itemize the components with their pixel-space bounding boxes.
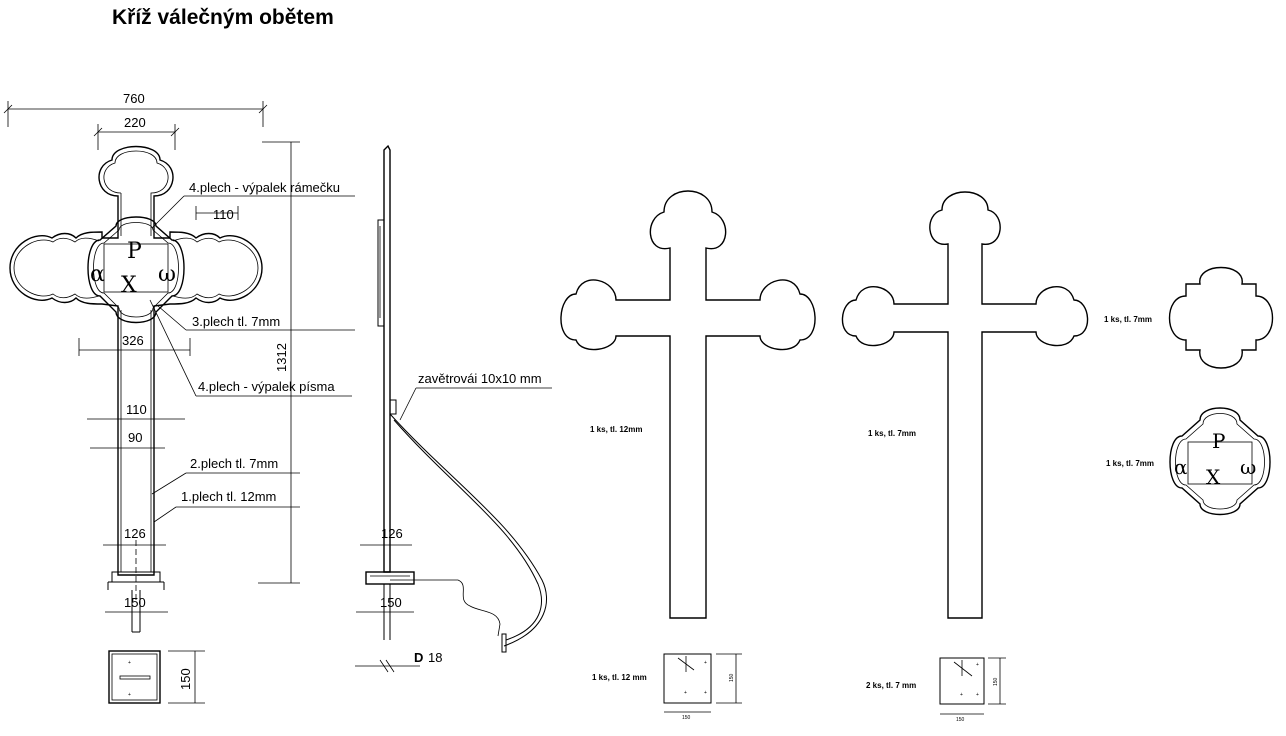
svg-text:+: + bbox=[128, 692, 131, 698]
part-label-plate-12: 1 ks, tl. 12 mm bbox=[592, 673, 647, 682]
front-view: 760 220 α ω P X 110 bbox=[3, 91, 355, 704]
dim-top-arm-width: 220 bbox=[124, 115, 146, 130]
part-letters: α ω P X 1 ks, tl. 7mm bbox=[1106, 407, 1271, 516]
svg-text:+: + bbox=[704, 690, 707, 696]
page-title: Kříž válečným obětem bbox=[112, 6, 334, 29]
part-label-plate-7: 2 ks, tl. 7 mm bbox=[866, 681, 916, 690]
dim-arm-span: 326 bbox=[122, 333, 144, 348]
part-omega: ω bbox=[1240, 455, 1256, 479]
label-plate3: 3.plech tl. 7mm bbox=[192, 314, 280, 329]
part-cross-7mm: 1 ks, tl. 7mm bbox=[841, 191, 1089, 619]
chi-letter: X bbox=[121, 273, 137, 298]
part-alpha: α bbox=[1174, 455, 1188, 479]
label-plate1: 1.plech tl. 12mm bbox=[181, 489, 276, 504]
svg-text:+: + bbox=[960, 692, 963, 698]
dim-side-base-width: 126 bbox=[381, 526, 403, 541]
svg-text:+: + bbox=[976, 692, 979, 698]
dim-overall-width: 760 bbox=[123, 91, 145, 106]
rod-diameter: 18 bbox=[428, 650, 442, 665]
dim-foot-width: 150 bbox=[124, 595, 146, 610]
rho-letter: P bbox=[127, 239, 142, 264]
omega-letter: ω bbox=[158, 262, 176, 287]
dim-side-foot-width: 150 bbox=[380, 595, 402, 610]
dim-shaft-inner: 90 bbox=[128, 430, 142, 445]
label-plate4-letters: 4.plech - výpalek písma bbox=[198, 379, 335, 394]
svg-text:+: + bbox=[128, 660, 131, 666]
part-label-cross-12: 1 ks, tl. 12mm bbox=[590, 425, 642, 434]
label-plate2: 2.plech tl. 7mm bbox=[190, 456, 278, 471]
part-plate-12mm: + + + 150 150 1 ks, tl. 12 mm bbox=[592, 653, 742, 721]
dim-height: 1312 bbox=[274, 343, 289, 372]
label-plate4-frame: 4.plech - výpalek rámečku bbox=[189, 180, 340, 195]
alpha-letter: α bbox=[90, 262, 105, 287]
part-chi: X bbox=[1206, 465, 1221, 489]
dim-plate12-side: 150 bbox=[729, 673, 735, 682]
dim-plate12-bottom: 150 bbox=[682, 715, 691, 721]
part-rho: P bbox=[1212, 429, 1225, 453]
part-label-frame: 1 ks, tl. 7mm bbox=[1104, 315, 1152, 324]
part-frame: 1 ks, tl. 7mm bbox=[1104, 266, 1274, 369]
part-label-cross-7: 1 ks, tl. 7mm bbox=[868, 429, 916, 438]
dim-plate7-bottom: 150 bbox=[956, 717, 965, 723]
rod-diameter-symbol: D bbox=[414, 650, 423, 665]
dim-plate7-side: 150 bbox=[993, 677, 999, 686]
part-cross-12mm: 1 ks, tl. 12mm bbox=[560, 190, 816, 619]
dim-shaft-outer: 110 bbox=[126, 402, 147, 417]
dim-frame-width: 110 bbox=[213, 207, 234, 222]
label-brace: zavětrovái 10x10 mm bbox=[418, 371, 542, 386]
svg-text:+: + bbox=[704, 660, 707, 666]
side-view: zavětrovái 10x10 mm 126 150 D 18 bbox=[355, 144, 552, 673]
part-plate-7mm: + + + 150 150 2 ks, tl. 7 mm bbox=[866, 657, 1006, 723]
svg-text:+: + bbox=[684, 690, 687, 696]
svg-text:+: + bbox=[976, 662, 979, 668]
dim-base-width: 126 bbox=[124, 526, 146, 541]
dim-plate-side: 150 bbox=[178, 668, 193, 690]
part-label-letters: 1 ks, tl. 7mm bbox=[1106, 459, 1154, 468]
